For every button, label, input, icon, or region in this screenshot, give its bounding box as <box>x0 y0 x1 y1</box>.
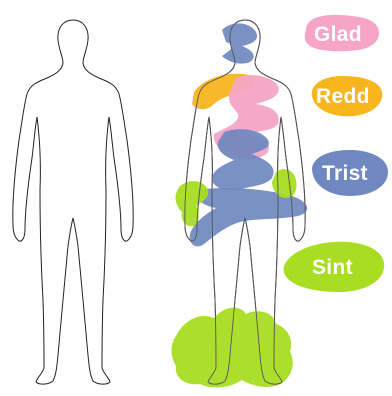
right-body-figure <box>172 20 308 387</box>
trist-label: Trist <box>322 163 368 184</box>
sint-label: Sint <box>312 257 353 278</box>
glad-label: Glad <box>314 24 362 45</box>
left-body-outline <box>13 20 133 384</box>
redd-label: Redd <box>316 86 370 107</box>
